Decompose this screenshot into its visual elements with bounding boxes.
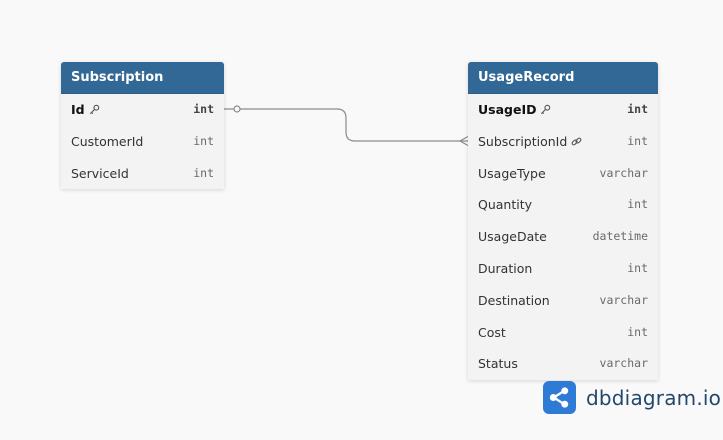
field-name: Id xyxy=(71,94,100,126)
field-name-label: Status xyxy=(478,356,518,372)
one-end-marker xyxy=(233,105,241,113)
field-name-label: SubscriptionId xyxy=(478,133,568,149)
field-name-label: Destination xyxy=(478,292,550,308)
field-name-label: Id xyxy=(71,102,85,117)
field-name: Status xyxy=(478,348,518,380)
field-name: Cost xyxy=(478,317,506,349)
field-name-label: Quantity xyxy=(478,197,533,213)
field-name-label: UsageDate xyxy=(478,229,547,245)
field-row[interactable]: Quantity int xyxy=(468,189,658,221)
field-name: Destination xyxy=(478,285,550,317)
field-name: SubscriptionId xyxy=(478,126,582,158)
field-row[interactable]: Id int xyxy=(61,94,224,126)
field-type: int xyxy=(627,102,648,116)
field-row[interactable]: UsageID int xyxy=(468,94,658,126)
field-name: UsageDate xyxy=(478,221,547,253)
field-row[interactable]: Destination varchar xyxy=(468,285,658,317)
field-name: Quantity xyxy=(478,189,532,221)
relationship-line xyxy=(224,108,468,142)
field-row[interactable]: CustomerId int xyxy=(61,126,224,158)
field-type: int xyxy=(193,133,214,148)
field-name-label: Duration xyxy=(478,260,533,276)
field-type: int xyxy=(627,324,648,339)
field-name-label: UsageType xyxy=(478,165,546,181)
field-type: int xyxy=(193,165,214,180)
many-end-marker xyxy=(458,135,469,147)
link-icon xyxy=(571,136,582,147)
key-icon xyxy=(89,104,100,115)
brand-watermark: dbdiagram.io xyxy=(543,381,721,414)
field-row[interactable]: Cost int xyxy=(468,317,658,349)
field-type: int xyxy=(627,197,648,212)
field-name-label: CustomerId xyxy=(71,133,144,149)
field-name: ServiceId xyxy=(71,158,129,190)
field-row[interactable]: UsageType varchar xyxy=(468,158,658,190)
table-header[interactable]: UsageRecord xyxy=(468,62,658,94)
field-row[interactable]: ServiceId int xyxy=(61,158,224,190)
field-row[interactable]: UsageDate datetime xyxy=(468,221,658,253)
field-type: varchar xyxy=(599,356,648,371)
table-header[interactable]: Subscription xyxy=(61,62,224,94)
key-icon xyxy=(540,104,551,115)
field-name: UsageID xyxy=(478,94,551,126)
field-name-label: UsageID xyxy=(478,102,537,117)
field-type: int xyxy=(627,260,648,275)
field-row[interactable]: Duration int xyxy=(468,253,658,285)
field-name-label: ServiceId xyxy=(71,165,129,181)
field-type: int xyxy=(193,102,214,116)
field-name: UsageType xyxy=(478,158,546,190)
field-name: Duration xyxy=(478,253,532,285)
field-type: varchar xyxy=(599,292,648,307)
share-icon xyxy=(543,381,576,414)
field-name-label: Cost xyxy=(478,324,506,340)
field-row[interactable]: Status varchar xyxy=(468,348,658,380)
field-type: datetime xyxy=(592,229,648,244)
brand-text: dbdiagram.io xyxy=(586,385,722,410)
field-type: int xyxy=(627,133,648,148)
field-name: CustomerId xyxy=(71,126,143,158)
field-type: varchar xyxy=(599,165,648,180)
field-row[interactable]: SubscriptionId int xyxy=(468,126,658,158)
